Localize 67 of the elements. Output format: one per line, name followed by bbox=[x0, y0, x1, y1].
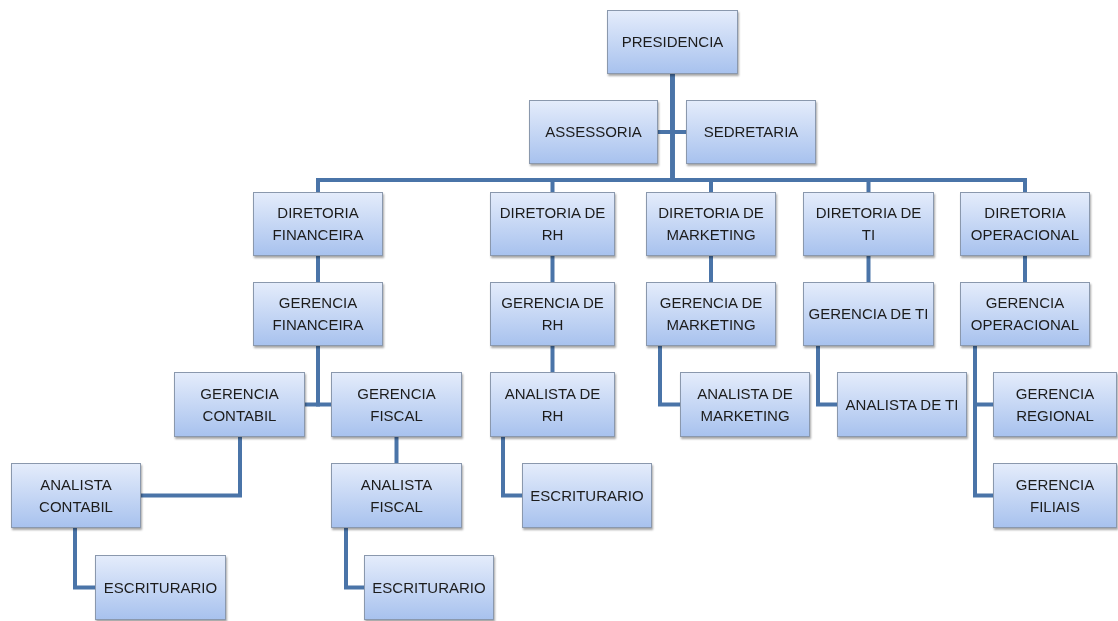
org-label: GERENCIA OPERACIONAL bbox=[969, 293, 1081, 335]
org-label: GERENCIA FILIAIS bbox=[1014, 474, 1096, 517]
org-box bbox=[993, 372, 1117, 437]
connector-line bbox=[344, 528, 364, 590]
org-label: DIRETORIA DE TI bbox=[814, 203, 923, 245]
org-box bbox=[960, 192, 1090, 256]
org-label: GERENCIA FINANCEIRA bbox=[271, 293, 365, 335]
connector-line bbox=[501, 437, 522, 498]
org-box bbox=[331, 372, 462, 437]
connector-line bbox=[866, 256, 871, 282]
connector-line bbox=[550, 346, 555, 372]
org-box bbox=[686, 100, 816, 164]
org-box bbox=[803, 282, 934, 346]
org-box bbox=[331, 463, 462, 528]
org-box bbox=[993, 463, 1117, 528]
org-box bbox=[646, 192, 776, 256]
org-label: ANALISTA DE MARKETING bbox=[696, 383, 794, 426]
org-box bbox=[960, 282, 1090, 346]
connector-line bbox=[973, 346, 993, 498]
org-label: GERENCIA CONTABIL bbox=[199, 383, 280, 426]
connector-line bbox=[316, 346, 331, 407]
org-box bbox=[174, 372, 305, 437]
org-label: DIRETORIA OPERACIONAL bbox=[969, 203, 1081, 245]
org-label: ESCRITURARIO bbox=[530, 485, 644, 506]
org-box bbox=[646, 282, 776, 346]
org-box bbox=[837, 372, 967, 437]
connector-line bbox=[394, 437, 399, 463]
org-label: ANALISTA CONTABIL bbox=[38, 474, 114, 517]
org-label: GERENCIA REGIONAL bbox=[1014, 383, 1096, 426]
org-box bbox=[680, 372, 810, 437]
org-box bbox=[490, 282, 615, 346]
org-box bbox=[490, 192, 615, 256]
org-label: GERENCIA DE MARKETING bbox=[658, 293, 764, 335]
org-label: ANALISTA DE TI bbox=[845, 394, 959, 415]
connector-line bbox=[670, 74, 686, 134]
org-label: PRESIDENCIA bbox=[621, 32, 724, 52]
org-box bbox=[253, 282, 383, 346]
connector-line bbox=[670, 74, 1027, 192]
org-label: SEDRETARIA bbox=[703, 122, 799, 142]
org-box bbox=[11, 463, 141, 528]
org-box bbox=[607, 10, 738, 74]
org-label: DIRETORIA FINANCEIRA bbox=[271, 203, 365, 245]
org-box bbox=[803, 192, 934, 256]
org-label: ESCRITURARIO bbox=[372, 577, 486, 598]
org-box bbox=[364, 555, 494, 620]
org-box bbox=[95, 555, 226, 620]
org-box bbox=[529, 100, 658, 164]
org-label: ESCRITURARIO bbox=[103, 577, 218, 598]
org-label: DIRETORIA DE RH bbox=[498, 203, 607, 245]
org-label: ANALISTA DE RH bbox=[503, 383, 602, 426]
org-box bbox=[253, 192, 383, 256]
connector-line bbox=[73, 528, 95, 590]
org-label: DIRETORIA DE MARKETING bbox=[657, 203, 765, 245]
org-box bbox=[522, 463, 652, 528]
org-box bbox=[490, 372, 615, 437]
org-label: GERENCIA DE TI bbox=[808, 304, 929, 324]
org-label: GERENCIA DE RH bbox=[500, 293, 605, 335]
connector-line bbox=[1023, 256, 1027, 282]
connector-line bbox=[709, 256, 713, 282]
org-label: ASSESSORIA bbox=[545, 122, 642, 142]
org-label: GERENCIA FISCAL bbox=[356, 383, 437, 426]
connector-line bbox=[316, 256, 320, 282]
org-label: ANALISTA FISCAL bbox=[359, 474, 434, 517]
connector-line bbox=[550, 256, 555, 282]
connector-line bbox=[658, 346, 680, 407]
connector-line bbox=[141, 437, 242, 498]
connector-line bbox=[816, 346, 837, 407]
